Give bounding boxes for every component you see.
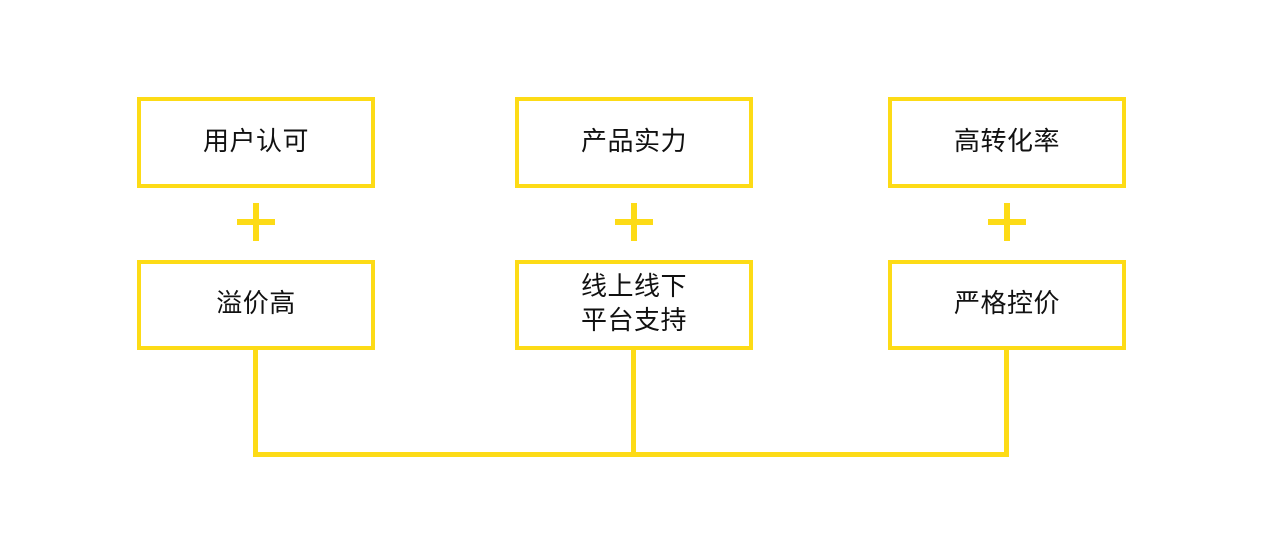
node-label-top-2: 产品实力: [580, 126, 687, 157]
plus-icon-3: [988, 203, 1026, 241]
node-label-bottom-2: 线上线下 平台支持: [580, 272, 687, 336]
node-box-bottom-2[interactable]: 线上线下 平台支持: [515, 260, 753, 350]
plus-icon-3-vertical: [1004, 203, 1010, 241]
node-label-bottom-1: 溢价高: [216, 289, 296, 320]
plus-icon-1: [237, 203, 275, 241]
node-label-top-3: 高转化率: [953, 126, 1060, 157]
connector-drop-2: [631, 350, 636, 457]
node-box-bottom-3[interactable]: 严格控价: [888, 260, 1126, 350]
plus-icon-2-vertical: [631, 203, 637, 241]
connector-merge-bar: [253, 452, 1009, 457]
plus-icon-1-vertical: [253, 203, 259, 241]
node-box-top-2[interactable]: 产品实力: [515, 97, 753, 188]
connector-drop-1: [253, 350, 258, 457]
node-label-bottom-3: 严格控价: [953, 289, 1060, 320]
node-box-top-3[interactable]: 高转化率: [888, 97, 1126, 188]
node-box-bottom-1[interactable]: 溢价高: [137, 260, 375, 350]
node-label-top-1: 用户认可: [202, 126, 309, 157]
node-box-top-1[interactable]: 用户认可: [137, 97, 375, 188]
connector-drop-3: [1004, 350, 1009, 457]
plus-icon-2: [615, 203, 653, 241]
